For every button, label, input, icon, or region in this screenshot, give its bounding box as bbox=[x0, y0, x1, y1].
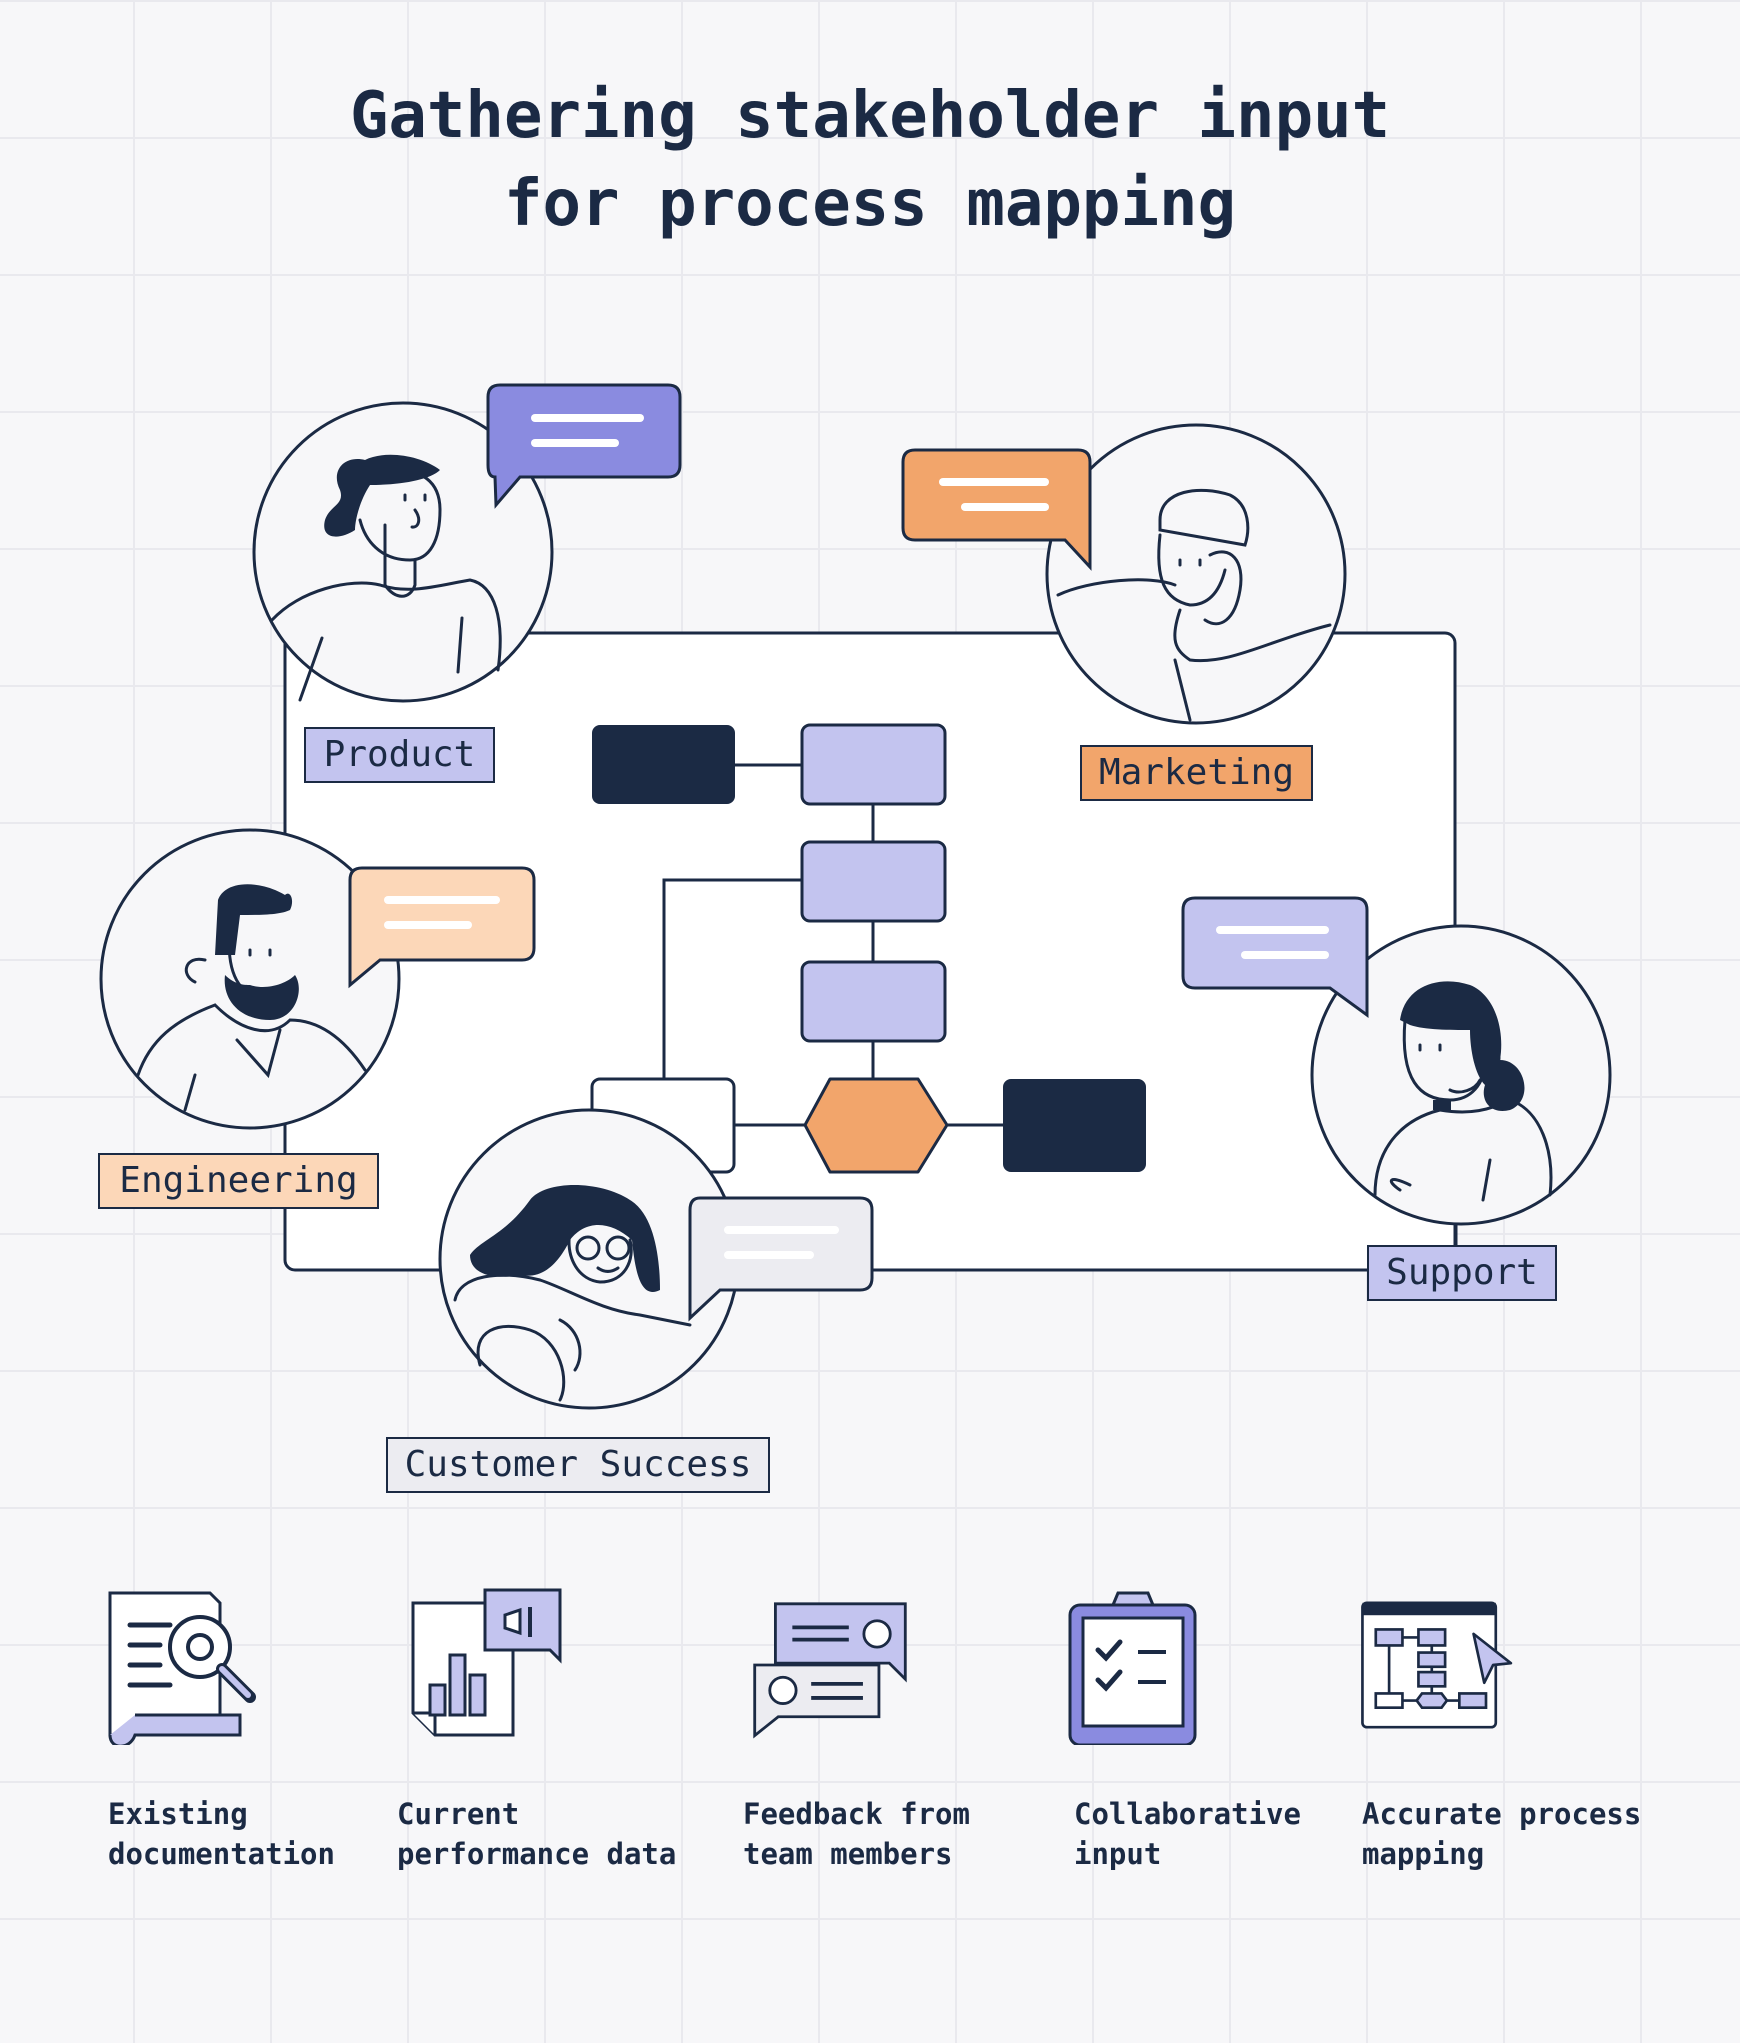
stakeholder-tag-customer-success-label: Customer Success bbox=[404, 1444, 752, 1485]
input-caption-line-1: Collaborative bbox=[1074, 1797, 1301, 1831]
input-caption-line-2: mapping bbox=[1362, 1837, 1485, 1871]
input-caption-line-2: team members bbox=[743, 1837, 953, 1871]
input-caption-current-performance-data: Current performance data bbox=[397, 1794, 676, 1874]
stakeholder-tag-support-label: Support bbox=[1386, 1252, 1538, 1293]
stakeholder-tag-support: Support bbox=[1367, 1245, 1557, 1301]
flow-node-start bbox=[592, 725, 735, 804]
document-search-icon bbox=[108, 1591, 256, 1745]
flow-node-step-2 bbox=[800, 840, 947, 923]
product-speech-bubble bbox=[486, 383, 682, 509]
customer-success-person-avatar bbox=[438, 1108, 740, 1410]
product-person-avatar bbox=[252, 401, 554, 703]
input-caption-line-2: performance data bbox=[397, 1837, 677, 1871]
engineering-speech-bubble bbox=[348, 866, 536, 989]
flow-node-step-3 bbox=[800, 960, 947, 1043]
stakeholder-tag-engineering-label: Engineering bbox=[119, 1160, 358, 1201]
flow-node-step-1 bbox=[800, 723, 947, 806]
flowchart-window-icon bbox=[1361, 1601, 1513, 1729]
input-caption-line-1: Existing bbox=[108, 1797, 248, 1831]
input-caption-line-1: Accurate process bbox=[1362, 1797, 1642, 1831]
input-caption-line-1: Feedback from bbox=[743, 1797, 970, 1831]
title-line-2: for process mapping bbox=[503, 167, 1237, 241]
input-caption-line-2: documentation bbox=[108, 1837, 335, 1871]
input-caption-feedback-from-team-members: Feedback from team members bbox=[743, 1794, 970, 1874]
stakeholder-tag-marketing: Marketing bbox=[1080, 745, 1313, 801]
marketing-speech-bubble bbox=[901, 448, 1092, 571]
stakeholder-tag-marketing-label: Marketing bbox=[1098, 752, 1295, 793]
input-caption-existing-documentation: Existing documentation bbox=[108, 1794, 335, 1874]
page-title: Gathering stakeholder input for process … bbox=[0, 72, 1740, 248]
stakeholder-tag-product-label: Product bbox=[323, 734, 476, 775]
support-person-avatar bbox=[1310, 924, 1612, 1245]
stakeholder-tag-product: Product bbox=[304, 727, 495, 783]
clipboard-checklist-icon bbox=[1068, 1591, 1197, 1745]
flow-node-end bbox=[1003, 1079, 1146, 1172]
stakeholder-tag-engineering: Engineering bbox=[98, 1153, 379, 1209]
flow-node-decision bbox=[803, 1077, 949, 1174]
input-caption-accurate-process-mapping: Accurate process mapping bbox=[1362, 1794, 1641, 1874]
support-speech-bubble bbox=[1181, 896, 1369, 1018]
input-caption-line-1: Current bbox=[397, 1797, 520, 1831]
marketing-person-avatar bbox=[1045, 423, 1347, 725]
report-chart-icon bbox=[411, 1588, 562, 1737]
flow-connectors bbox=[662, 763, 1003, 1127]
chat-feedback-icon bbox=[753, 1602, 907, 1739]
engineering-person-avatar bbox=[99, 828, 401, 1130]
input-caption-collaborative-input: Collaborative input bbox=[1074, 1794, 1301, 1874]
title-line-1: Gathering stakeholder input bbox=[349, 79, 1391, 153]
stakeholder-tag-customer-success: Customer Success bbox=[386, 1437, 770, 1493]
customer-success-speech-bubble bbox=[688, 1196, 874, 1322]
input-caption-line-2: input bbox=[1074, 1837, 1162, 1871]
